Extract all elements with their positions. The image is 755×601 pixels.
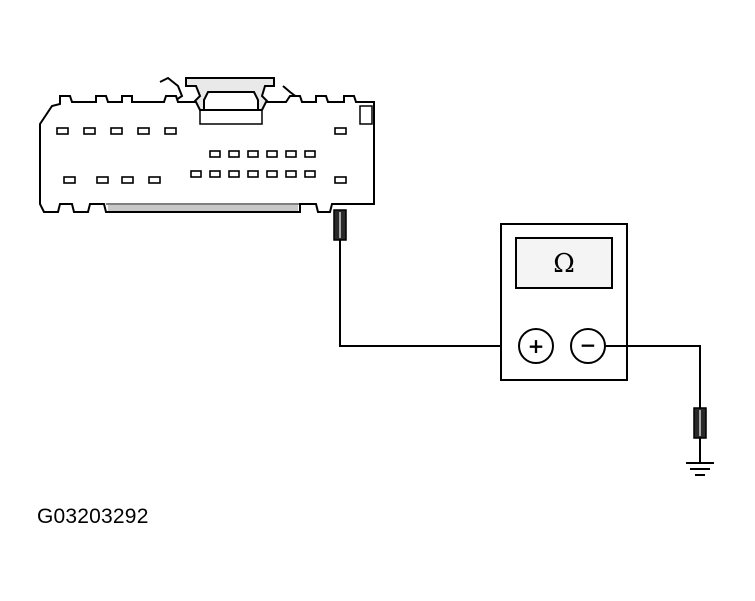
pin-cavity [228,170,240,178]
ohmmeter: Ω + − [500,223,628,381]
pin-cavity [209,170,221,178]
pin-cavity [304,150,316,158]
pin-cavity [334,127,347,135]
connector-latch [185,77,275,111]
multi-pin-connector [39,76,375,213]
pin-cavity [209,150,221,158]
ground-test-probe [693,407,707,462]
pin-cavity [56,127,69,135]
positive-terminal [518,328,554,364]
connector-test-probe [333,209,347,241]
pin-cavity [266,170,278,178]
meter-display [515,237,613,289]
pin-cavity [334,176,347,184]
ohm-symbol: Ω [553,249,575,279]
negative-test-lead [605,345,701,408]
connector-body [39,95,375,213]
pin-cavity [148,176,161,184]
pin-cavity [110,127,123,135]
pin-cavity [304,170,316,178]
ground-symbol [686,462,714,476]
pin-cavity [190,170,202,178]
pin-cavity [137,127,150,135]
pin-cavity [96,176,109,184]
pin-cavity [247,170,259,178]
positive-terminal-label: + [528,334,545,358]
pin-cavity [247,150,259,158]
positive-test-lead [339,240,518,347]
pin-cavity [164,127,177,135]
pin-cavity [266,150,278,158]
figure-reference-number: G03203292 [37,505,149,528]
negative-terminal-label: − [580,333,597,357]
connector-pin-cavities [56,127,347,184]
pin-cavity [285,150,297,158]
pin-cavity [63,176,76,184]
pin-cavity [228,150,240,158]
pin-cavity [121,176,134,184]
pin-cavity [285,170,297,178]
pin-cavity [83,127,96,135]
